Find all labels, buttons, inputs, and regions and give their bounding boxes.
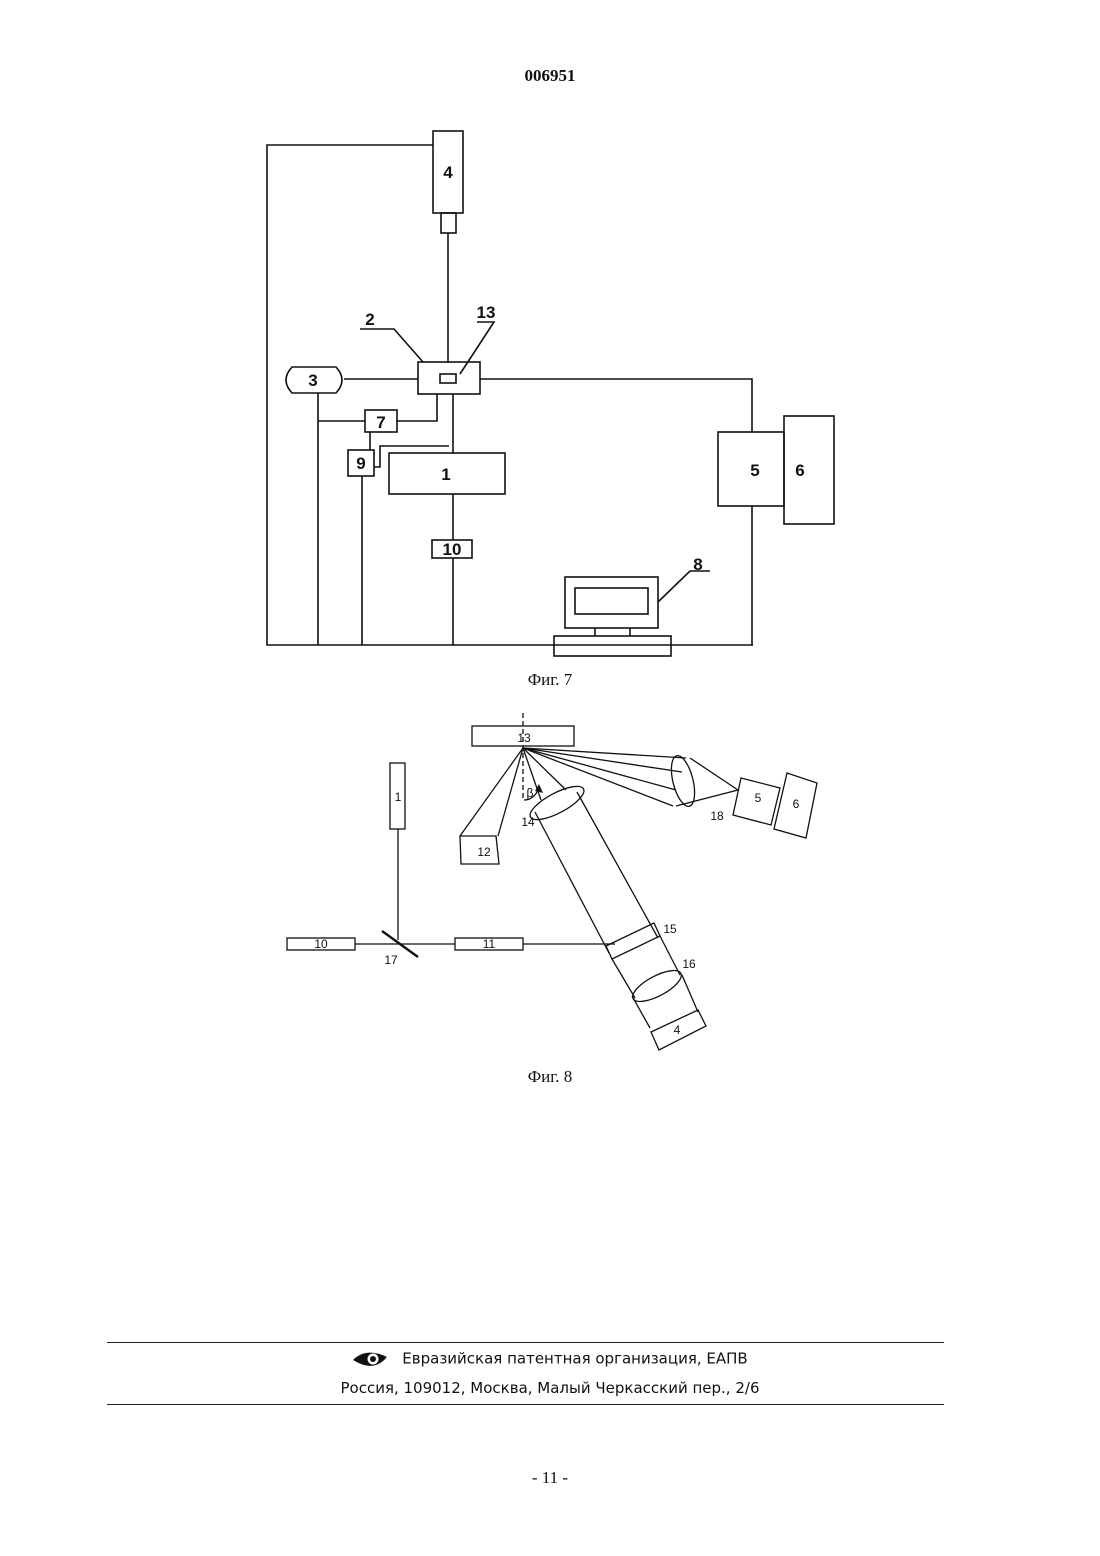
figure-8-caption: Фиг. 8 — [0, 1067, 1100, 1087]
fig8-label-14: 14 — [521, 815, 535, 829]
fig7-label-10: 10 — [443, 540, 462, 559]
block-6 — [784, 416, 834, 524]
fig7-label-5: 5 — [750, 461, 759, 480]
fig7-label-2: 2 — [365, 310, 374, 329]
footer-rule-top — [107, 1342, 944, 1343]
fig7-label-8: 8 — [693, 555, 702, 574]
fig8-label-17: 17 — [384, 953, 398, 967]
fig8-label-18: 18 — [710, 809, 724, 823]
lens-14 — [526, 780, 588, 826]
footer-rule-bottom — [107, 1404, 944, 1405]
fig7-label-7: 7 — [376, 413, 385, 432]
block-2 — [418, 362, 480, 394]
computer-8-monitor — [565, 577, 658, 628]
fig8-label-16: 16 — [682, 957, 696, 971]
eye-logo-icon — [352, 1349, 388, 1369]
fig8-label-5: 5 — [755, 791, 762, 805]
figure-7-diagram: 4 2 13 3 7 9 1 10 5 6 8 — [0, 0, 1100, 700]
footer-organization: Евразийская патентная организация, ЕАПВ — [0, 1349, 1100, 1369]
organization-name: Евразийская патентная организация, ЕАПВ — [402, 1350, 747, 1368]
fig8-label-13: 13 — [517, 731, 531, 745]
figure-8-diagram: 13 1 β 14 12 5 6 18 10 11 17 15 16 4 — [0, 700, 1100, 1070]
fig7-label-4: 4 — [443, 163, 453, 182]
fig8-label-6: 6 — [793, 797, 800, 811]
fig8-label-angle: β — [527, 786, 534, 800]
block-4-connector — [441, 213, 456, 233]
fig8-label-15: 15 — [663, 922, 677, 936]
fig7-label-13: 13 — [477, 303, 496, 322]
fig8-label-11: 11 — [483, 937, 496, 951]
fig8-label-1: 1 — [395, 790, 402, 804]
filter-15 — [606, 923, 660, 959]
fig8-label-10: 10 — [314, 937, 328, 951]
lens-18 — [667, 753, 699, 808]
fig7-label-6: 6 — [795, 461, 804, 480]
fig7-label-3: 3 — [308, 371, 317, 390]
fig8-label-4: 4 — [674, 1023, 681, 1037]
fig7-label-9: 9 — [356, 454, 365, 473]
lens-16 — [628, 964, 685, 1007]
page-number: - 11 - — [0, 1468, 1100, 1488]
computer-8-screen — [575, 588, 648, 614]
organization-address: Россия, 109012, Москва, Малый Черкасский… — [0, 1379, 1100, 1397]
block-13-sample — [440, 374, 456, 383]
figure-7-caption: Фиг. 7 — [0, 670, 1100, 690]
fig7-label-1: 1 — [441, 465, 450, 484]
computer-8-keyboard — [554, 636, 671, 656]
fig8-label-12: 12 — [477, 845, 491, 859]
